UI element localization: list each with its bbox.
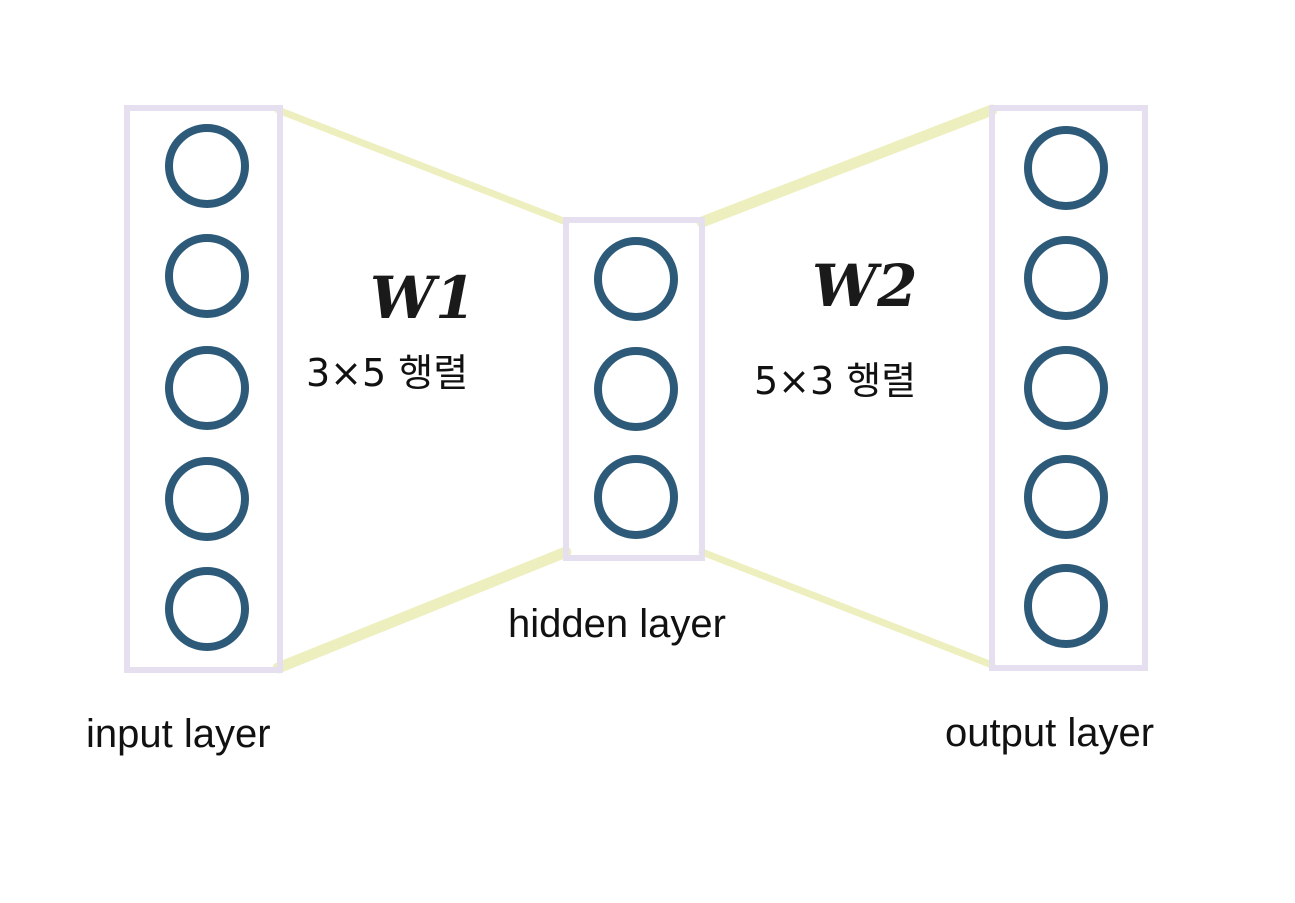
hidden-node — [594, 237, 678, 321]
connector-hidden-output-bottom — [698, 548, 996, 669]
input-node — [165, 346, 249, 430]
output-node — [1024, 455, 1108, 539]
hidden-node — [594, 347, 678, 431]
w1-dims: 3×5 행렬 — [306, 351, 468, 395]
hidden-layer-label: hidden layer — [508, 602, 726, 646]
output-layer-label: output layer — [945, 711, 1154, 755]
output-node — [1024, 236, 1108, 320]
input-node — [165, 567, 249, 651]
input-layer-label: input layer — [86, 712, 271, 756]
input-layer-nodes — [165, 124, 249, 651]
output-layer-frame — [989, 105, 1148, 671]
input-node — [165, 124, 249, 208]
input-layer-frame — [124, 105, 283, 673]
w2-dims: 5×3 행렬 — [754, 359, 916, 403]
w2-label: W2 — [812, 252, 918, 320]
connector-hidden-output-top — [696, 104, 998, 228]
input-node — [165, 234, 249, 318]
output-layer-nodes — [1024, 126, 1108, 648]
hidden-layer-frame — [563, 217, 705, 561]
hidden-node — [594, 455, 678, 539]
hidden-layer-nodes — [594, 237, 678, 539]
output-node — [1024, 564, 1108, 648]
connector-input-hidden-top — [274, 106, 570, 226]
output-node — [1024, 126, 1108, 210]
w1-label: W1 — [370, 264, 476, 332]
connector-input-hidden-bottom — [272, 546, 572, 674]
input-node — [165, 457, 249, 541]
output-node — [1024, 346, 1108, 430]
connectors — [272, 104, 998, 674]
